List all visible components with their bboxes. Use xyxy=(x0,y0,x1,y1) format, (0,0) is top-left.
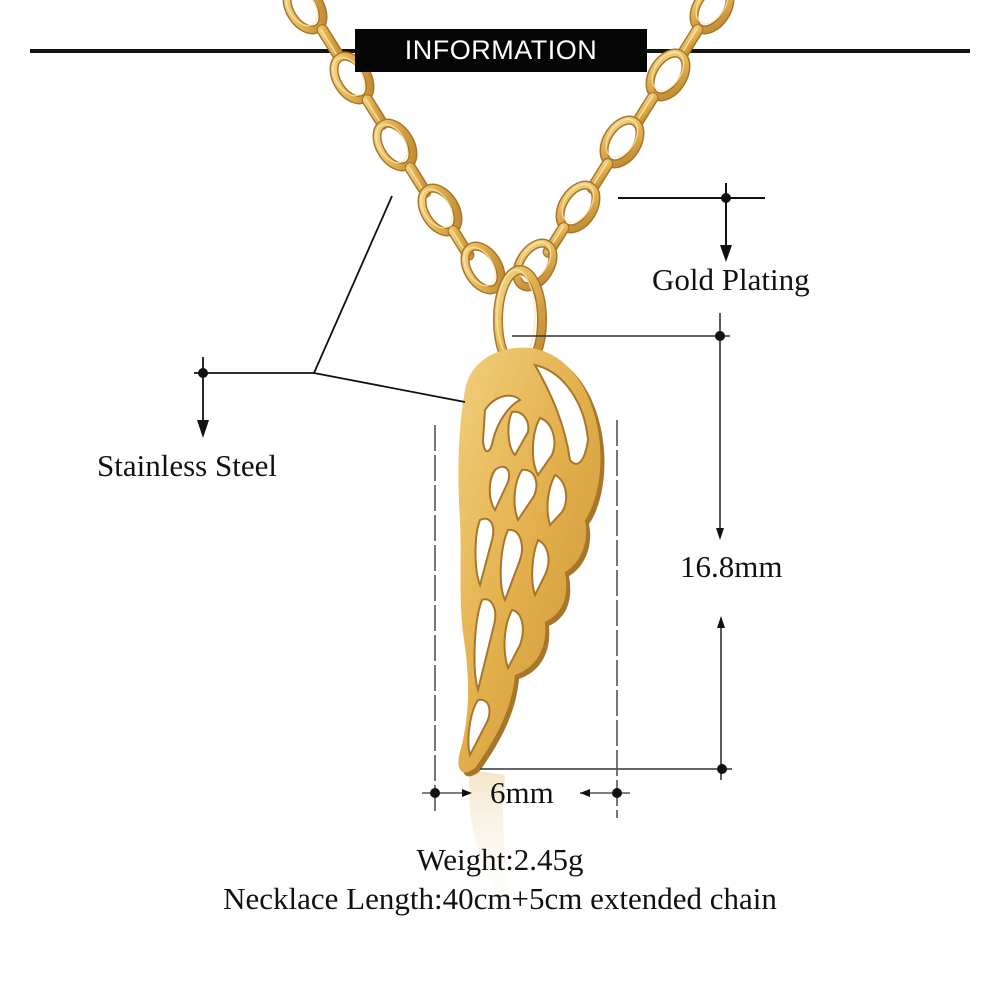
specs-block: Weight:2.45g Necklace Length:40cm+5cm ex… xyxy=(0,840,1000,918)
stainless-steel-label: Stainless Steel xyxy=(97,448,277,483)
weight-text: Weight:2.45g xyxy=(416,842,584,877)
height-label: 16.8mm xyxy=(680,549,783,584)
width-dimension xyxy=(422,420,630,818)
gold-plating-callout xyxy=(618,183,765,262)
height-dimension xyxy=(480,313,732,780)
gold-plating-label: Gold Plating xyxy=(652,262,810,297)
header-title: INFORMATION xyxy=(404,35,598,65)
pendant-reflection xyxy=(469,770,520,930)
header-banner: INFORMATION xyxy=(355,29,647,72)
necklace-length-text: Necklace Length:40cm+5cm extended chain xyxy=(223,881,777,916)
stainless-steel-callout xyxy=(194,195,466,438)
wing-pendant xyxy=(458,347,605,777)
width-label: 6mm xyxy=(490,775,554,810)
